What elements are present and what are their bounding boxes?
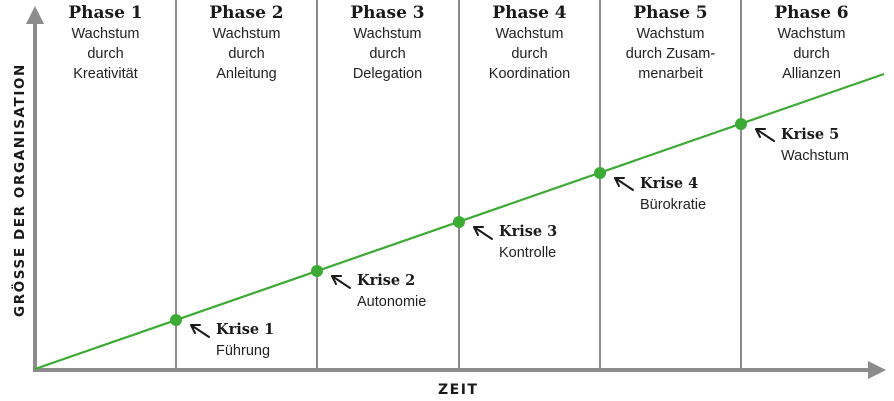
crisis-5: Krise 5 Wachstum xyxy=(781,125,849,167)
phase-description: Wachstum durch Anleitung xyxy=(212,26,281,82)
crisis-pointer-arrow-3 xyxy=(473,226,493,240)
crisis-4: Krise 4 Bürokratie xyxy=(640,174,706,216)
crisis-pointer-arrow-5 xyxy=(755,128,775,142)
crisis-1: Krise 1 Führung xyxy=(216,320,274,362)
crisis-description: Bürokratie xyxy=(640,197,707,213)
phase-title: Phase 3 xyxy=(350,3,425,23)
crisis-description: Führung xyxy=(216,343,271,359)
crisis-description: Autonomie xyxy=(357,294,427,310)
y-axis-label: GRÖSSE DER ORGANISATION xyxy=(12,63,28,317)
crisis-pointer-arrow-4 xyxy=(614,177,634,191)
crisis-description: Wachstum xyxy=(781,148,849,164)
crisis-title: Krise 3 xyxy=(499,223,558,240)
crisis-2: Krise 2 Autonomie xyxy=(357,271,426,313)
crisis-title: Krise 1 xyxy=(216,321,275,338)
phase-6: Phase 6 Wachstum durch Allianzen xyxy=(741,2,882,84)
crisis-pointer-arrow-1 xyxy=(190,324,210,338)
phase-2: Phase 2 Wachstum durch Anleitung xyxy=(176,2,317,84)
phase-title: Phase 4 xyxy=(492,3,567,23)
crisis-dot-2 xyxy=(311,265,323,277)
phase-description: Wachstum durch Allianzen xyxy=(777,26,846,82)
x-axis-label: ZEIT xyxy=(438,382,479,398)
phase-title: Phase 1 xyxy=(68,3,143,23)
phase-5: Phase 5 Wachstum durch Zusam- menarbeit xyxy=(600,2,741,84)
phase-description: Wachstum durch Zusam- menarbeit xyxy=(625,26,716,82)
crisis-3: Krise 3 Kontrolle xyxy=(499,222,557,264)
crisis-dot-4 xyxy=(594,167,606,179)
x-axis-arrowhead xyxy=(868,361,886,379)
phase-4: Phase 4 Wachstum durch Koordination xyxy=(459,2,600,84)
phase-title: Phase 2 xyxy=(209,3,284,23)
crisis-title: Krise 5 xyxy=(781,126,840,143)
phase-1: Phase 1 Wachstum durch Kreativität xyxy=(35,2,176,84)
phase-title: Phase 5 xyxy=(633,3,708,23)
crisis-title: Krise 4 xyxy=(640,175,699,192)
crisis-dot-5 xyxy=(735,118,747,130)
phase-description: Wachstum durch Koordination xyxy=(488,26,571,82)
phase-description: Wachstum durch Delegation xyxy=(352,26,423,82)
crisis-dot-1 xyxy=(170,314,182,326)
crisis-dot-3 xyxy=(453,216,465,228)
y-axis-arrowhead xyxy=(26,6,44,24)
crisis-description: Kontrolle xyxy=(499,245,557,261)
phase-description: Wachstum durch Kreativität xyxy=(71,26,140,82)
phase-title: Phase 6 xyxy=(774,3,849,23)
crisis-title: Krise 2 xyxy=(357,272,416,289)
phase-3: Phase 3 Wachstum durch Delegation xyxy=(317,2,458,84)
crisis-pointer-arrow-2 xyxy=(331,275,351,289)
